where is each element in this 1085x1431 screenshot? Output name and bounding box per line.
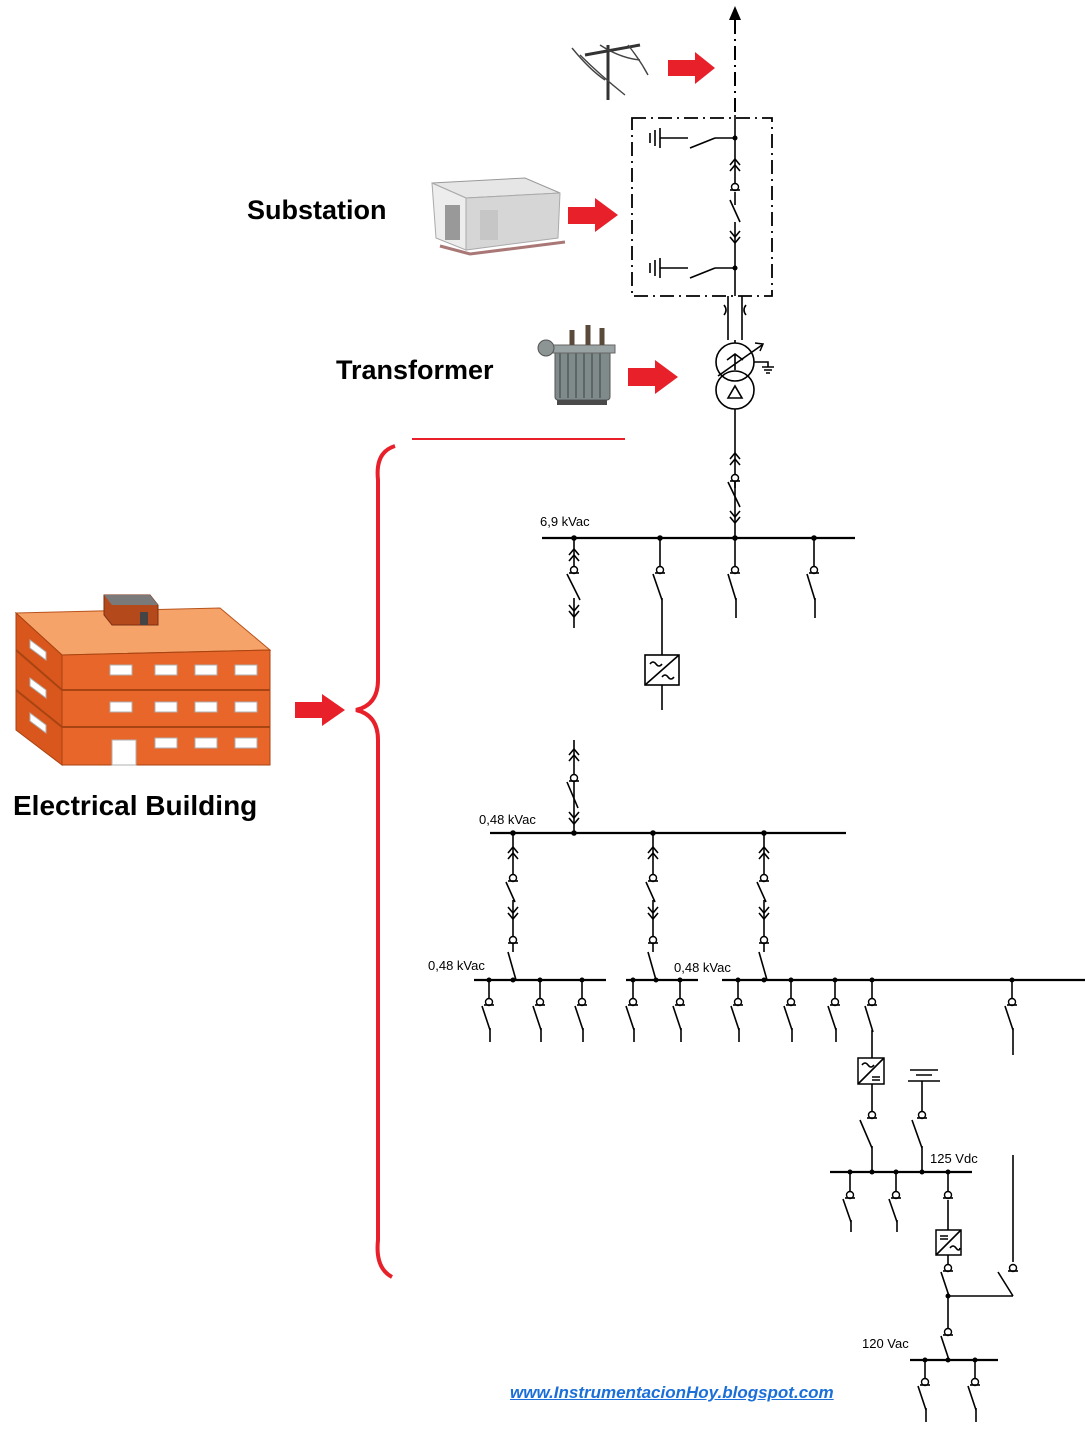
arrow-to-brace — [295, 694, 345, 726]
substation-building-icon — [431, 177, 566, 256]
incoming-feeder — [729, 6, 741, 115]
transformer-icon — [537, 325, 616, 405]
arrow-to-transformer — [628, 360, 678, 394]
bus-label-lv-left: 0,48 kVac — [428, 958, 485, 973]
bus-lv-lower — [474, 977, 1085, 1172]
building-brace — [355, 444, 396, 1279]
bus-mv — [542, 535, 855, 710]
building-label: Electrical Building — [13, 790, 258, 821]
bus-label-lv-right: 0,48 kVac — [674, 960, 731, 975]
bus-label-lv-main: 0,48 kVac — [479, 812, 536, 827]
bus-label-ac-ups: 120 Vac — [862, 1336, 909, 1351]
bus-ac-ups — [910, 1357, 998, 1422]
transformer-label: Transformer — [336, 355, 494, 385]
arrow-to-line — [668, 52, 715, 84]
website-link[interactable]: www.InstrumentacionHoy.blogspot.com — [510, 1383, 834, 1402]
bus-dc — [830, 1155, 1019, 1361]
bus-label-dc: 125 Vdc — [930, 1151, 978, 1166]
bus-lv-main — [490, 740, 846, 981]
substation-label: Substation — [247, 195, 387, 225]
bus-label-mv: 6,9 kVac — [540, 514, 590, 529]
building-icon — [14, 594, 272, 767]
arrow-to-substation — [568, 198, 618, 232]
power-pole-icon — [571, 43, 649, 100]
transformer-symbol — [715, 340, 774, 538]
substation-panel — [631, 115, 773, 340]
